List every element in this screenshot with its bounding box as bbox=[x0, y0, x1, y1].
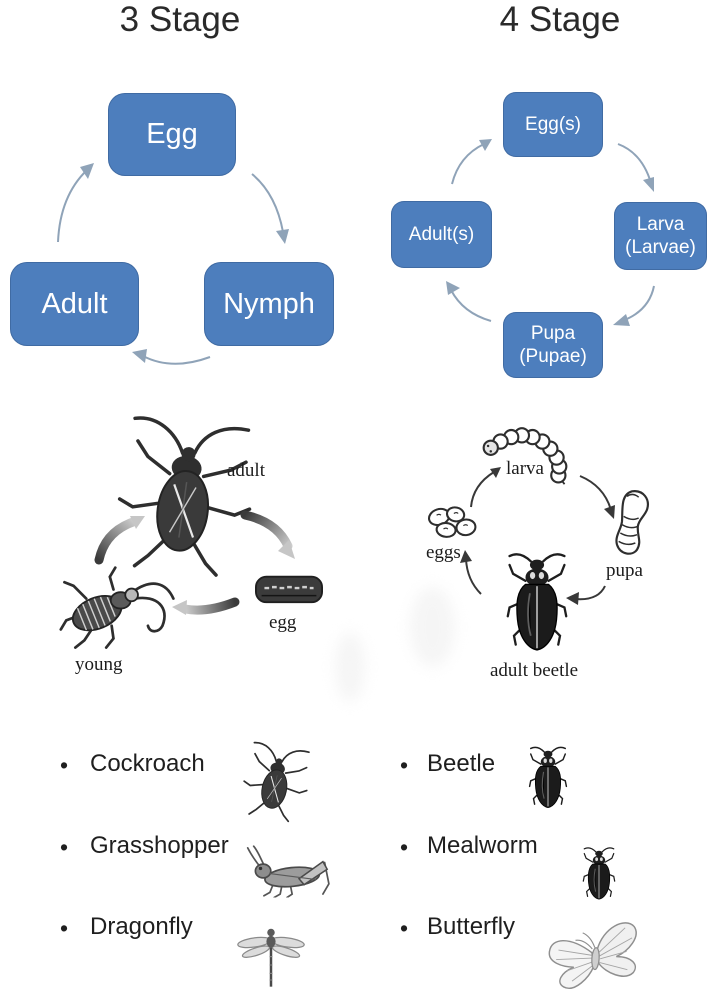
cycle-node-egg: Egg bbox=[108, 93, 236, 176]
label-pupa: pupa bbox=[606, 560, 643, 581]
cycle-node-nymph: Nymph bbox=[204, 262, 334, 346]
label-adult-beetle: adult beetle bbox=[490, 660, 579, 681]
list-item-butterfly: Butterfly bbox=[427, 913, 516, 940]
list-item-dragonfly: Dragonfly bbox=[90, 913, 193, 940]
grasshopper-icon bbox=[246, 844, 340, 898]
scan-artifact bbox=[335, 632, 365, 702]
arrow-nymph-to-adult bbox=[132, 349, 211, 365]
cycle-node-adults: Adult(s) bbox=[391, 201, 492, 268]
bullet: • bbox=[60, 834, 69, 860]
illustration-arrows bbox=[94, 510, 295, 615]
arrow-adult-to-eggs bbox=[460, 550, 482, 595]
cycle-node-adult: Adult bbox=[10, 262, 139, 346]
scan-artifact bbox=[410, 587, 455, 667]
left-cycle-arrows bbox=[57, 163, 289, 365]
arrow-adult-to-egg bbox=[57, 163, 94, 243]
list-item-beetle: Beetle bbox=[427, 750, 496, 777]
dragonfly-icon bbox=[234, 920, 308, 990]
label-larva: larva bbox=[506, 458, 544, 479]
bullet: • bbox=[400, 834, 409, 860]
list-item-mealworm: Mealworm bbox=[427, 832, 538, 859]
label-egg: egg bbox=[269, 612, 297, 633]
cycle-node-larva: Larva (Larvae) bbox=[614, 202, 707, 270]
brush-arrow-egg-to-young bbox=[172, 597, 240, 615]
right-cycle-arrows bbox=[446, 139, 655, 326]
beetle-icon bbox=[525, 744, 571, 812]
cycle-node-eggs: Egg(s) bbox=[503, 92, 603, 157]
arrow-pupa-to-adult bbox=[566, 585, 606, 605]
arrow-eggs-to-larva bbox=[470, 467, 501, 508]
arrow-pupa-to-adults bbox=[446, 281, 492, 322]
arrow-egg-to-nymph bbox=[251, 173, 289, 244]
label-young: young bbox=[75, 654, 123, 675]
list-item-cockroach: Cockroach bbox=[90, 750, 205, 777]
bullet: • bbox=[400, 915, 409, 941]
label-eggs: eggs bbox=[426, 542, 461, 563]
left-column-title: 3 Stage bbox=[119, 0, 241, 39]
bullet: • bbox=[60, 915, 69, 941]
mealworm-beetle-icon bbox=[580, 845, 618, 903]
brush-arrow-young-to-adult bbox=[94, 516, 145, 565]
arrow-adults-to-eggs bbox=[451, 139, 492, 185]
cockroach-lifecycle-illustration: adult egg young bbox=[55, 412, 365, 707]
brush-arrow-adult-to-egg bbox=[240, 510, 295, 559]
right-column-title: 4 Stage bbox=[499, 0, 621, 39]
label-adult: adult bbox=[227, 460, 265, 481]
arrow-eggs-to-larva bbox=[617, 143, 654, 192]
bullet: • bbox=[400, 752, 409, 778]
arrow-larva-to-pupa bbox=[613, 285, 655, 326]
illustration-arrows bbox=[460, 467, 615, 605]
butterfly-icon bbox=[545, 915, 645, 995]
bullet: • bbox=[60, 752, 69, 778]
arrow-larva-to-pupa bbox=[579, 475, 615, 519]
list-item-grasshopper: Grasshopper bbox=[90, 832, 229, 859]
cockroach-icon bbox=[235, 736, 318, 826]
beetle-lifecycle-illustration: larva pupa eggs adult beetle bbox=[410, 412, 715, 697]
cycle-node-pupa: Pupa (Pupae) bbox=[503, 312, 603, 378]
